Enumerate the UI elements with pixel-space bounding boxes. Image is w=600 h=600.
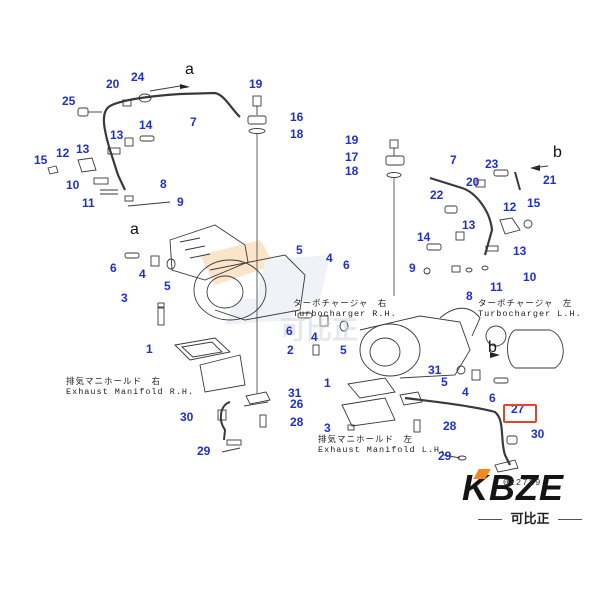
turbocharger-rh bbox=[169, 224, 306, 321]
callout-4: 4 bbox=[139, 267, 146, 281]
logo-rule-right bbox=[557, 519, 582, 520]
callout-11: 11 bbox=[490, 280, 503, 294]
callout-1: 1 bbox=[324, 376, 331, 390]
callout-18: 18 bbox=[345, 164, 359, 178]
callout-28: 28 bbox=[443, 419, 457, 433]
arrow-label-a: a bbox=[130, 221, 139, 238]
gasket-lh bbox=[347, 377, 396, 399]
callout-16: 16 bbox=[290, 110, 304, 124]
callout-5: 5 bbox=[164, 279, 171, 293]
callout-5: 5 bbox=[441, 375, 448, 389]
callout-19: 19 bbox=[249, 77, 263, 91]
callout-12: 12 bbox=[56, 146, 70, 160]
callout-6: 6 bbox=[343, 258, 350, 272]
oil-pipe-rh bbox=[109, 91, 241, 118]
callout-8: 8 bbox=[466, 289, 473, 303]
part-label-jp: 排気マニホールド 左 bbox=[318, 435, 414, 445]
arrow-label-b: b bbox=[488, 339, 497, 356]
callout-5: 5 bbox=[296, 243, 303, 257]
callout-7: 7 bbox=[190, 115, 197, 129]
brand-logo: KBZE 可比正 bbox=[462, 470, 598, 527]
callout-4: 4 bbox=[311, 330, 318, 344]
callout-7: 7 bbox=[450, 153, 457, 167]
callout-20: 20 bbox=[466, 175, 480, 189]
callout-14: 14 bbox=[417, 230, 431, 244]
gasket-rh bbox=[174, 337, 231, 361]
callout-27: 27 bbox=[511, 402, 525, 416]
part-label-jp: ターボチャージャ 左 bbox=[478, 299, 573, 309]
part-label-en: Turbocharger R.H. bbox=[293, 308, 397, 319]
callout-30: 30 bbox=[180, 410, 194, 424]
callout-18: 18 bbox=[290, 127, 304, 141]
arrow-label-a: a bbox=[185, 61, 194, 78]
callout-6: 6 bbox=[286, 324, 293, 338]
callout-8: 8 bbox=[160, 177, 167, 191]
callout-19: 19 bbox=[345, 133, 359, 147]
callout-11: 11 bbox=[82, 196, 95, 210]
part-label-en: Exhaust Manifold R.H. bbox=[66, 386, 195, 397]
callout-22: 22 bbox=[430, 188, 444, 202]
callout-21: 21 bbox=[543, 173, 557, 187]
callout-15: 15 bbox=[527, 196, 541, 210]
callout-13: 13 bbox=[76, 142, 90, 156]
callout-9: 9 bbox=[409, 261, 416, 275]
callout-20: 20 bbox=[106, 77, 120, 91]
logo-rule-left bbox=[478, 519, 503, 520]
turbocharger-lh bbox=[359, 307, 564, 379]
callout-23: 23 bbox=[485, 157, 499, 171]
callout-31: 31 bbox=[288, 386, 302, 400]
callout-28: 28 bbox=[290, 415, 304, 429]
watermark-text: 可比正 bbox=[280, 316, 359, 346]
callout-10: 10 bbox=[66, 178, 80, 192]
callout-26: 26 bbox=[290, 397, 304, 411]
callout-6: 6 bbox=[489, 391, 496, 405]
part-label-en: Turbocharger L.H. bbox=[478, 308, 582, 319]
callout-5: 5 bbox=[340, 343, 347, 357]
callout-25: 25 bbox=[62, 94, 76, 108]
callout-14: 14 bbox=[139, 118, 153, 132]
callout-31: 31 bbox=[428, 363, 442, 377]
logo-wordmark: KBZE bbox=[462, 470, 564, 506]
callout-29: 29 bbox=[197, 444, 211, 458]
callout-13: 13 bbox=[110, 128, 124, 142]
callout-highlight-box bbox=[503, 404, 537, 423]
callout-30: 30 bbox=[531, 427, 545, 441]
part-label-jp: ターボチャージャ 右 bbox=[293, 299, 388, 309]
oil-pipe-27 bbox=[404, 396, 511, 466]
callout-29: 29 bbox=[438, 449, 452, 463]
watermark-serial: 022729 bbox=[503, 478, 542, 488]
callout-1: 1 bbox=[146, 342, 153, 356]
callout-4: 4 bbox=[462, 385, 469, 399]
callout-6: 6 bbox=[110, 261, 117, 275]
logo-subtitle: 可比正 bbox=[462, 508, 598, 527]
arrow-label-b: b bbox=[553, 144, 562, 161]
callout-17: 17 bbox=[345, 150, 359, 164]
part-label-en: Exhaust Manifold L.H. bbox=[318, 444, 447, 455]
callout-3: 3 bbox=[121, 291, 128, 305]
callout-12: 12 bbox=[503, 200, 517, 214]
oil-pipe-lh bbox=[429, 176, 494, 256]
callout-2: 2 bbox=[287, 343, 294, 357]
callout-9: 9 bbox=[177, 195, 184, 209]
callout-13: 13 bbox=[513, 244, 527, 258]
callout-3: 3 bbox=[324, 421, 331, 435]
callout-4: 4 bbox=[326, 251, 333, 265]
logo-wordmark-text: KBZE bbox=[462, 467, 564, 508]
logo-subtitle-text: 可比正 bbox=[510, 512, 550, 527]
callout-15: 15 bbox=[34, 153, 48, 167]
callout-10: 10 bbox=[523, 270, 537, 284]
callout-13: 13 bbox=[462, 218, 476, 232]
part-label-jp: 排気マニホールド 右 bbox=[66, 377, 162, 387]
callout-24: 24 bbox=[131, 70, 145, 84]
